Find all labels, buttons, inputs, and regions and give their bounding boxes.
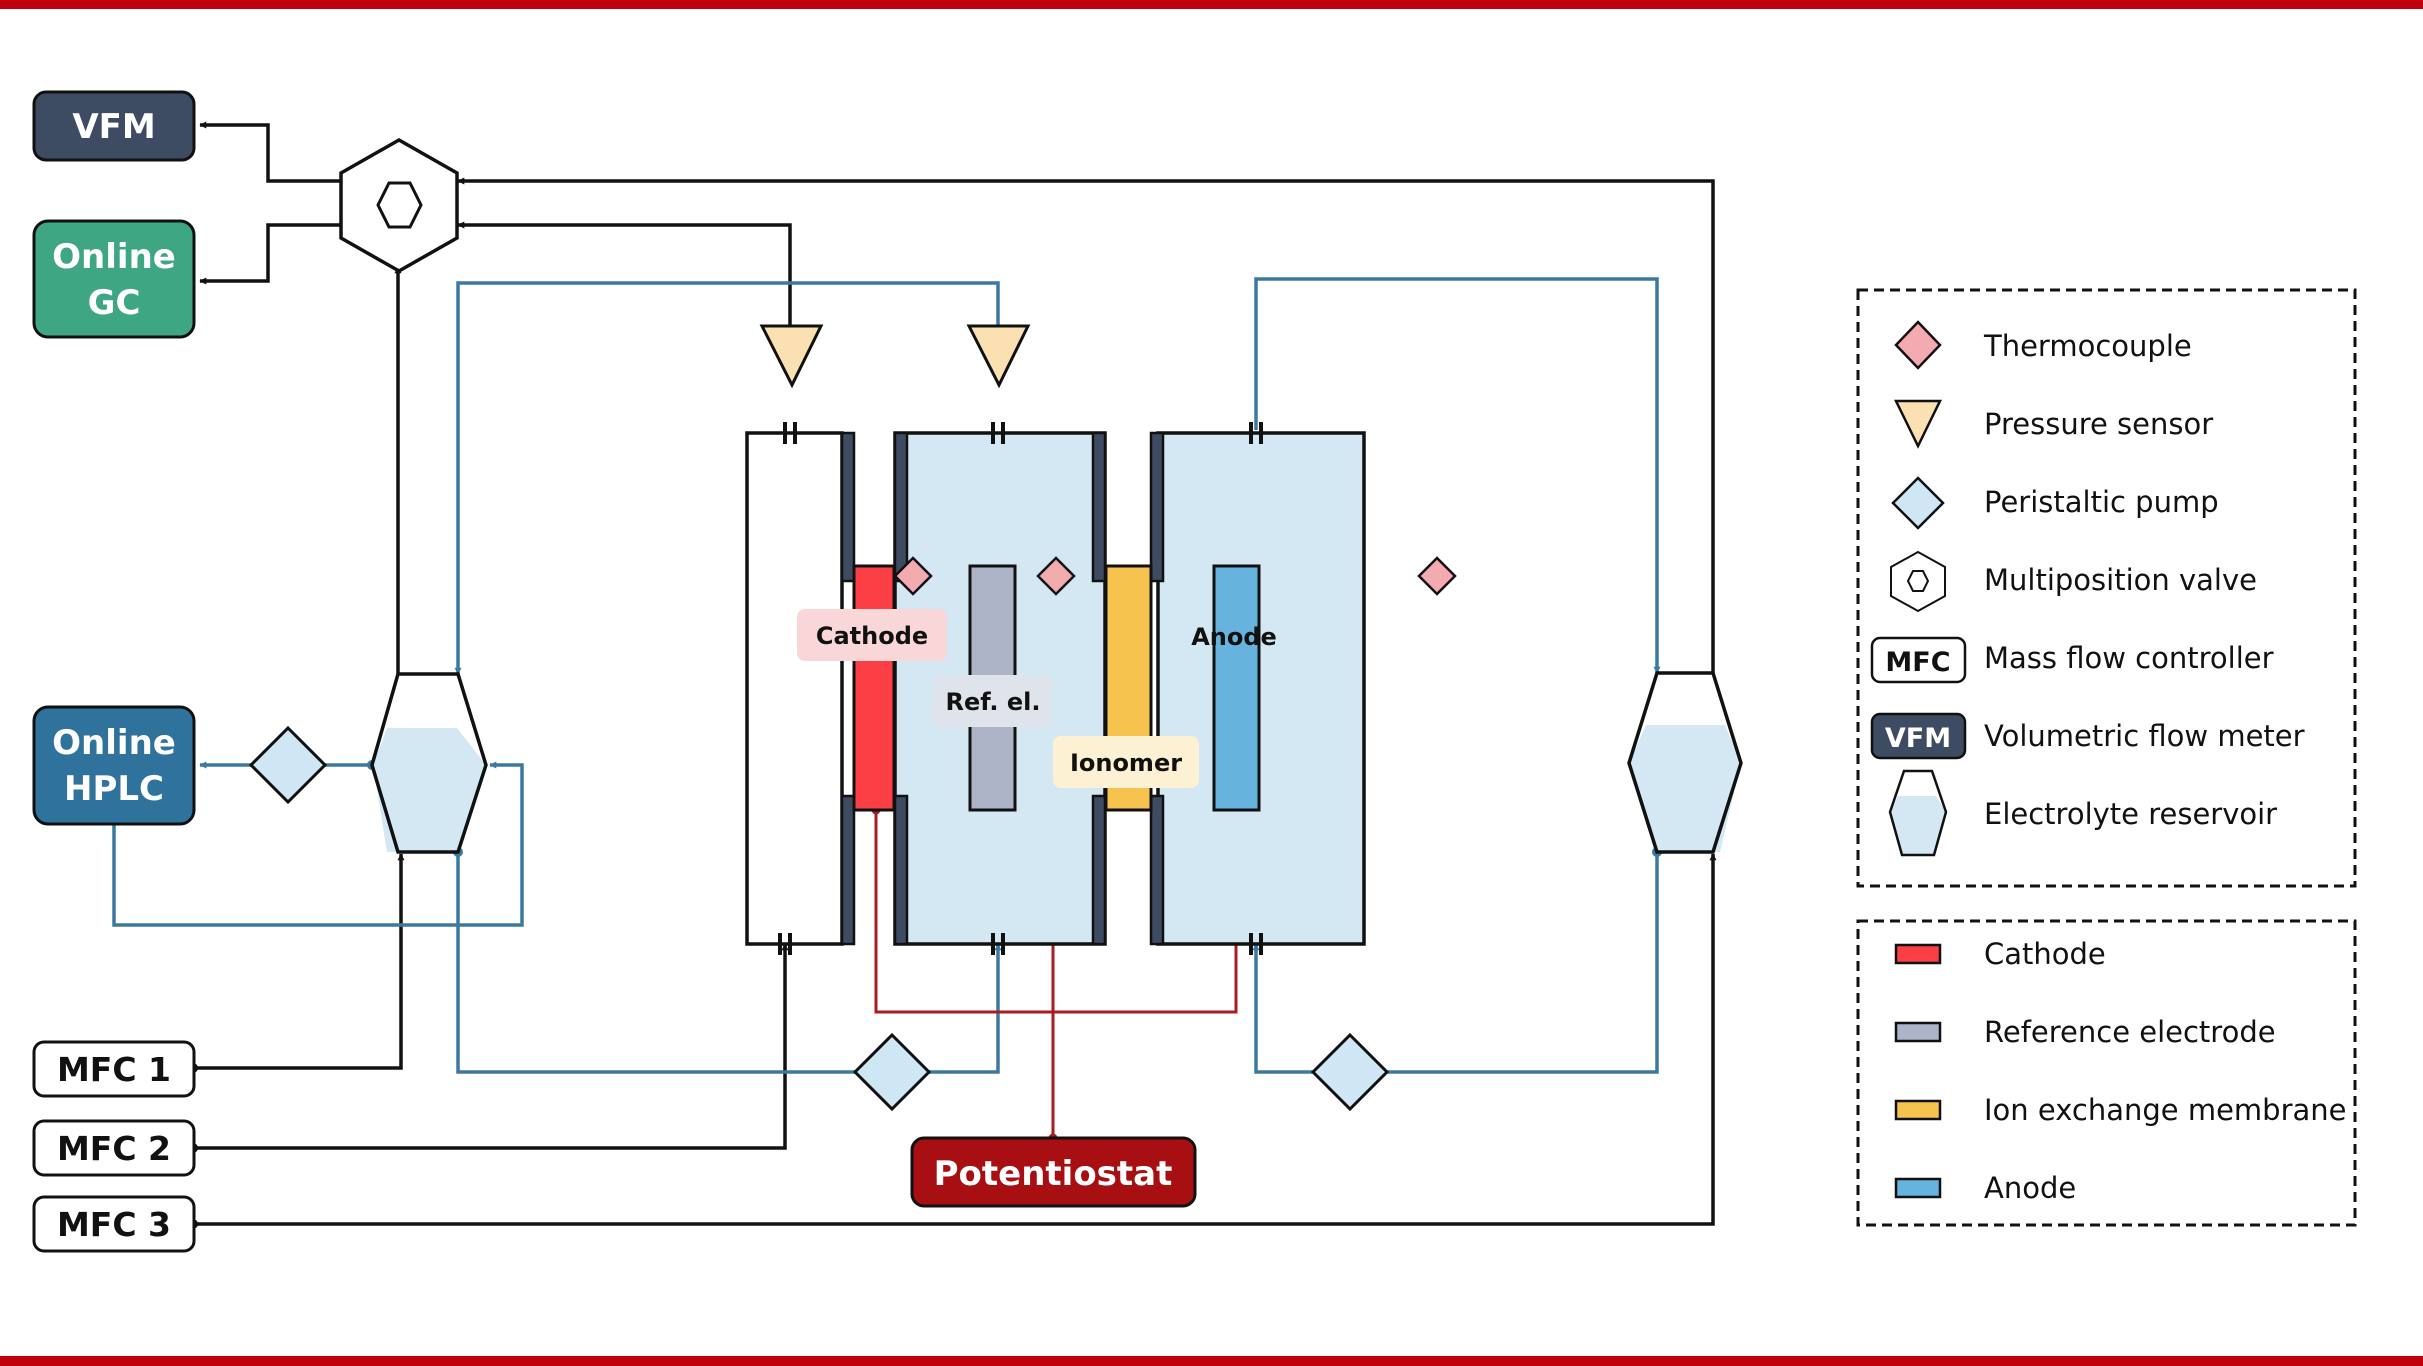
- svg-text:VFM: VFM: [72, 107, 155, 147]
- peristaltic-pump-icon: [1891, 476, 1945, 530]
- anode-electrode: [1212, 564, 1261, 812]
- cathode-label: Cathode: [797, 609, 947, 661]
- cathode-swatch: [1894, 943, 1942, 965]
- flow-cell: Cathode Ref. el. Ionomer Anode: [745, 422, 1366, 955]
- reference-electrode-swatch: [1894, 1021, 1942, 1043]
- multiposition-valve: [339, 137, 459, 274]
- svg-text:Potentiostat: Potentiostat: [934, 1154, 1173, 1194]
- membrane-swatch: [1894, 1099, 1942, 1121]
- legend-label-cathode: Cathode: [1984, 937, 2106, 971]
- legend-label-thermocouple: Thermocouple: [1983, 329, 2192, 363]
- pressure-sensor-icon: [966, 324, 1031, 389]
- thermocouple-icon: [893, 556, 933, 596]
- svg-text:MFC: MFC: [1885, 647, 1950, 678]
- top-frame-bar: [0, 0, 2423, 9]
- thermocouple-icon: [1894, 320, 1942, 370]
- reference-electrode-label: Ref. el.: [933, 675, 1053, 727]
- svg-text:Ref. el.: Ref. el.: [946, 688, 1041, 716]
- legend-label-electrolyte-reservoir: Electrolyte reservoir: [1984, 797, 2277, 831]
- legend-label-pressure-sensor: Pressure sensor: [1984, 407, 2213, 441]
- thermocouple-icon: [1417, 556, 1457, 596]
- legend-label-volumetric-flow-meter: Volumetric flow meter: [1984, 719, 2305, 753]
- multiposition-valve-icon: [1890, 550, 1946, 613]
- svg-text:MFC 1: MFC 1: [57, 1050, 171, 1089]
- svg-text:Online: Online: [52, 723, 176, 763]
- electrolyte-reservoir-icon: [1888, 769, 1948, 857]
- potentiostat-box: Potentiostat: [910, 1136, 1197, 1208]
- legend-label-ion-exchange-membrane: Ion exchange membrane: [1984, 1093, 2347, 1127]
- svg-text:HPLC: HPLC: [64, 769, 164, 809]
- svg-text:Cathode: Cathode: [816, 622, 928, 650]
- pressure-sensors: [759, 324, 1031, 389]
- vfm-box: VFM: [32, 90, 196, 162]
- peristaltic-pump-icon: [1310, 1032, 1390, 1112]
- anode-swatch: [1894, 1177, 1942, 1199]
- electrolyte-reservoir-icon: [370, 672, 488, 854]
- ionomer-label: Ionomer: [1053, 736, 1199, 788]
- gaskets: [840, 431, 1165, 946]
- legend-label-peristaltic-pump: Peristaltic pump: [1984, 485, 2219, 519]
- svg-text:VFM: VFM: [1885, 723, 1951, 754]
- anolyte-chamber: [1156, 431, 1366, 946]
- online-hplc-box: Online HPLC: [32, 705, 196, 826]
- pressure-sensor-icon: [1893, 399, 1943, 449]
- svg-text:MFC 3: MFC 3: [57, 1205, 171, 1244]
- legend-label-reference-electrode: Reference electrode: [1984, 1015, 2276, 1049]
- svg-text:Ionomer: Ionomer: [1070, 749, 1182, 777]
- mfc-icon: [1870, 636, 1967, 684]
- valve-inner-hexagon: [376, 181, 423, 229]
- cathode-electrode: [852, 564, 896, 812]
- thermocouple-icon: [1036, 556, 1076, 596]
- svg-text:GC: GC: [88, 283, 141, 323]
- catholyte-chamber: [893, 431, 1107, 946]
- bottom-frame-bar: [0, 1356, 2423, 1366]
- cell-ports: [778, 422, 1263, 955]
- svg-text:Online: Online: [52, 237, 176, 277]
- mfc3-box: MFC 3: [32, 1195, 196, 1253]
- electrolyte-reservoir-icon: [1627, 671, 1743, 854]
- component-legend: Cathode Reference electrode Ion exchange…: [1856, 919, 2357, 1227]
- online-gc-box: Online GC: [32, 219, 196, 339]
- vfm-icon: [1870, 712, 1967, 760]
- svg-text:MFC 2: MFC 2: [57, 1129, 171, 1168]
- symbol-legend: Thermocouple Pressure sensor Peristaltic…: [1856, 288, 2357, 888]
- gas-chamber: [745, 431, 844, 946]
- peristaltic-pump-icon: [852, 1032, 932, 1112]
- pressure-sensor-icon: [759, 324, 824, 389]
- peristaltic-pump-icon: [248, 725, 328, 805]
- peristaltic-pumps: [248, 725, 1390, 1112]
- black-gas-lines: [193, 121, 1717, 1226]
- anode-label: Anode: [1191, 623, 1277, 651]
- thermocouple-markers: [893, 556, 1457, 596]
- mfc2-box: MFC 2: [32, 1119, 196, 1177]
- legend-label-mass-flow-controller: Mass flow controller: [1984, 641, 2274, 675]
- right-electrolyte-reservoir: [1627, 671, 1743, 854]
- legend-label-anode: Anode: [1984, 1171, 2076, 1205]
- mfc1-box: MFC 1: [32, 1040, 196, 1098]
- left-electrolyte-reservoir: [370, 672, 488, 854]
- legend-label-multiposition-valve: Multiposition valve: [1984, 563, 2257, 597]
